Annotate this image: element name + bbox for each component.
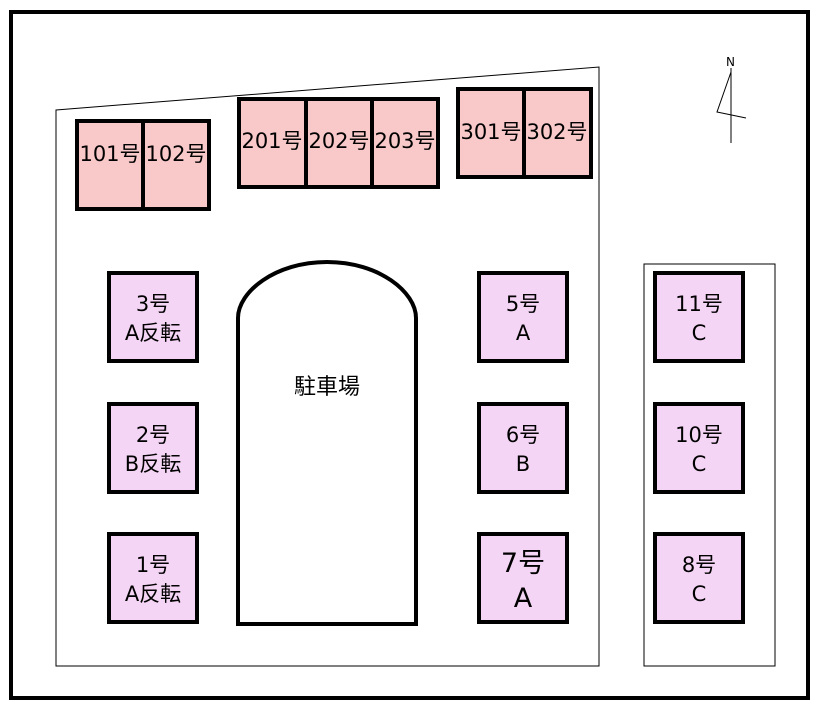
building-201-203 [237,97,440,189]
apartment-label-302: 302号 [526,120,587,144]
unit-2 [107,402,199,494]
unit-10 [653,402,745,494]
unit-7-number: 7号 [501,548,545,579]
unit-7 [477,532,569,624]
apartment-label-201: 201号 [241,129,302,153]
unit-2-number: 2号 [136,423,170,447]
building-301-302 [456,87,593,179]
unit-11-number: 11号 [675,292,723,316]
unit-10-number: 10号 [675,423,723,447]
unit-3-number: 3号 [136,292,170,316]
unit-10-type: C [692,452,707,476]
apartment-label-102: 102号 [145,142,206,166]
apartment-label-202: 202号 [308,129,369,153]
apartment-label-203: 203号 [374,129,435,153]
north-arrow-icon: N [716,55,747,143]
unit-1-number: 1号 [136,553,170,577]
parking-lot-label: 駐車場 [294,375,360,400]
unit-6-number: 6号 [506,423,540,447]
unit-11 [653,271,745,363]
unit-11-type: C [692,321,707,345]
unit-5-type: A [516,321,531,345]
unit-7-type: A [514,583,533,614]
unit-3 [107,271,199,363]
unit-5-number: 5号 [506,292,540,316]
building-101-102 [75,119,211,211]
unit-2-type: B反転 [125,452,181,476]
parking-lot-outline [236,259,418,626]
apartment-label-101: 101号 [79,142,140,166]
north-label: N [726,55,735,69]
unit-1-type: A反転 [125,582,181,606]
unit-8-number: 8号 [682,553,716,577]
unit-8-type: C [692,582,707,606]
unit-1 [107,532,199,624]
unit-6-type: B [516,452,530,476]
unit-3-type: A反転 [125,321,181,345]
unit-8 [653,532,745,624]
unit-6 [477,402,569,494]
apartment-label-301: 301号 [460,120,521,144]
unit-5 [477,271,569,363]
